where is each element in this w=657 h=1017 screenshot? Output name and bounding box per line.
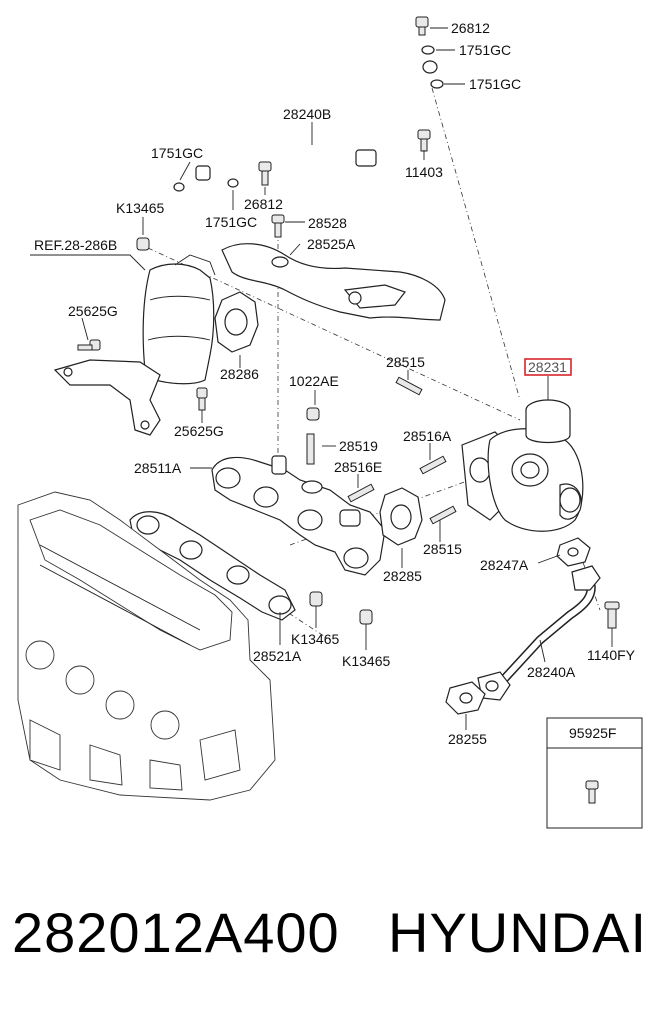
turbocharger <box>461 358 584 532</box>
label-25625g: 25625G <box>68 303 118 319</box>
label-1022ae: 1022AE <box>289 373 339 389</box>
label-28516e: 28516E <box>334 459 382 475</box>
footer: 282012A400 HYUNDAI <box>0 900 657 980</box>
label-28511a: 28511A <box>134 460 182 476</box>
top-fasteners <box>136 16 444 251</box>
label-ref-28-286b: REF.28-286B <box>34 237 117 253</box>
label-25625g: 25625G <box>174 423 224 439</box>
label-28528: 28528 <box>308 215 347 231</box>
manifold-gasket <box>129 511 296 621</box>
label-28525a: 28525A <box>307 236 356 252</box>
label-k13465: K13465 <box>291 631 339 647</box>
highlight-box <box>524 358 572 376</box>
gasket-28286 <box>214 291 259 353</box>
exhaust-manifold <box>211 455 386 576</box>
label-28231: 28231 <box>528 359 567 375</box>
oil-feed-pipe <box>195 60 438 181</box>
label-k13465: K13465 <box>116 200 164 216</box>
part-labels: 26812 1751GC 1751GC 28240B 1751GC 11403 … <box>34 20 636 747</box>
catalytic-converter <box>53 254 216 436</box>
oil-return-pipe <box>477 565 620 701</box>
label-1751gc: 1751GC <box>469 76 521 92</box>
part-number: 282012A400 <box>12 901 340 964</box>
label-28247a: 28247A <box>480 557 529 573</box>
label-28286: 28286 <box>220 366 259 382</box>
gasket-28247a <box>556 537 591 567</box>
inset-box-95925f <box>546 717 643 829</box>
heat-shield <box>221 243 446 321</box>
label-28515: 28515 <box>386 354 425 370</box>
label-28516a: 28516A <box>403 428 452 444</box>
label-28519: 28519 <box>339 438 378 454</box>
label-26812: 26812 <box>244 196 283 212</box>
engine-block <box>17 491 276 801</box>
gasket-28255 <box>445 681 486 715</box>
left-bolts <box>77 339 208 411</box>
turbocharger-exploded-diagram: 26812 1751GC 1751GC 28240B 1751GC 11403 … <box>17 16 643 829</box>
label-11403: 11403 <box>405 164 443 180</box>
studs-nuts <box>306 376 457 625</box>
label-1751gc: 1751GC <box>459 42 511 58</box>
label-26812: 26812 <box>451 20 490 36</box>
label-1751gc: 1751GC <box>151 145 203 161</box>
label-28515: 28515 <box>423 541 462 557</box>
label-28521a: 28521A <box>253 648 302 664</box>
label-1751gc: 1751GC <box>205 214 257 230</box>
label-28240b: 28240B <box>283 106 331 122</box>
label-k13465: K13465 <box>342 653 390 669</box>
leader-lines <box>30 27 613 730</box>
label-28255: 28255 <box>448 731 487 747</box>
gasket-28285 <box>379 487 423 546</box>
brand-name: HYUNDAI <box>388 901 648 964</box>
label-28285: 28285 <box>383 568 422 584</box>
label-95925f: 95925F <box>569 725 616 741</box>
label-28240a: 28240A <box>527 664 576 680</box>
label-1140fy: 1140FY <box>587 647 636 663</box>
